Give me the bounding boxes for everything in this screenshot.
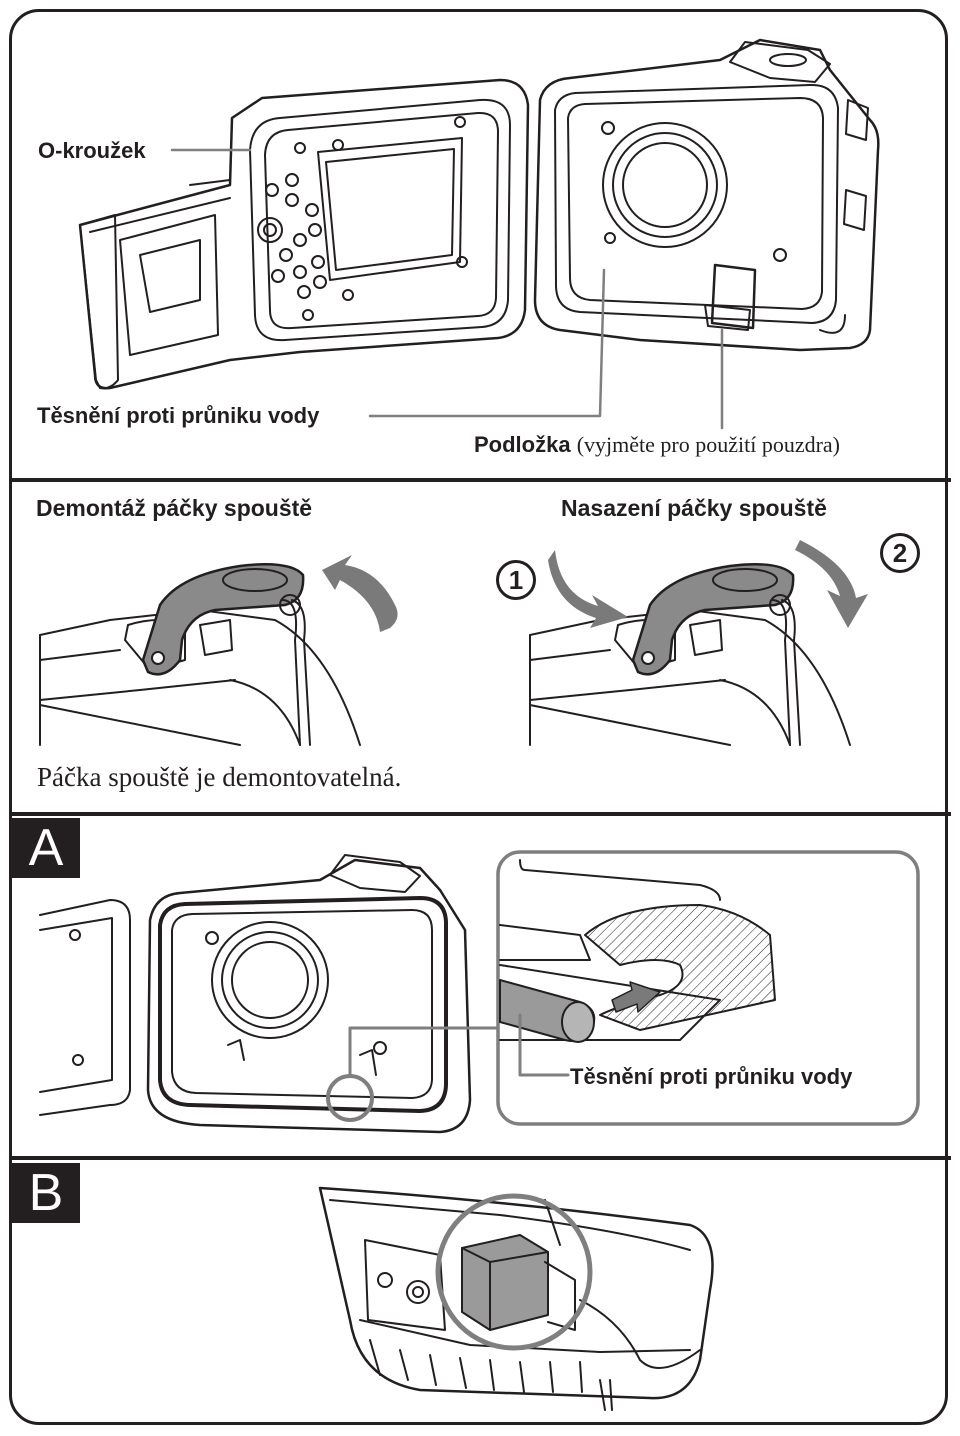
panel-a-zoom-connector (348, 1026, 500, 1078)
panel-a-seal-label: Těsnění proti průniku vody (570, 1064, 853, 1089)
panel-a-seal-detail-illustration (499, 859, 776, 1043)
divider-bottom (9, 1156, 951, 1160)
divider-middle (9, 812, 951, 816)
lever-removal-title: Demontáž páčky spouště (36, 495, 313, 521)
lever-caption: Páčka spouště je demontovatelná. (37, 762, 402, 792)
removal-arrow (322, 555, 398, 632)
spacer-label-note: (vyjměte pro použití pouzdra) (576, 432, 841, 457)
attach-arrow-step-1 (548, 550, 628, 628)
housing-back-door-illustration (78, 78, 530, 390)
spacer-label: Podložka (vyjměte pro použití pouzdra) (474, 434, 840, 456)
panel-a-badge: A (12, 818, 80, 878)
panel-a-magnifier-circle (326, 1074, 374, 1122)
lever-gray-arrows (322, 540, 868, 632)
seal-label: Těsnění proti průniku vody (37, 403, 320, 428)
o-ring-label: O-kroužek (38, 138, 146, 163)
attach-arrow-step-2 (795, 540, 868, 628)
panel-a-seal-callout-line (518, 1013, 570, 1077)
divider-top (9, 478, 951, 482)
housing-front-illustration (533, 38, 880, 352)
spacer-label-bold: Podložka (474, 432, 571, 457)
lever-attach-illustration (529, 563, 851, 746)
panel-a-zoom-box (496, 850, 920, 1126)
panel-a-housing-illustration (39, 854, 472, 1134)
panel-b-badge: B (12, 1163, 80, 1223)
step-2-badge: 2 (880, 533, 920, 573)
panel-b-housing-illustration (318, 1186, 714, 1411)
panel-b-magnifier-circle (435, 1193, 593, 1351)
step-1-badge: 1 (496, 560, 536, 600)
lever-attach-title: Nasazení páčky spouště (561, 495, 827, 521)
lever-removal-illustration (39, 563, 361, 746)
outer-frame (9, 9, 948, 1425)
seal-callout-line (368, 268, 606, 418)
